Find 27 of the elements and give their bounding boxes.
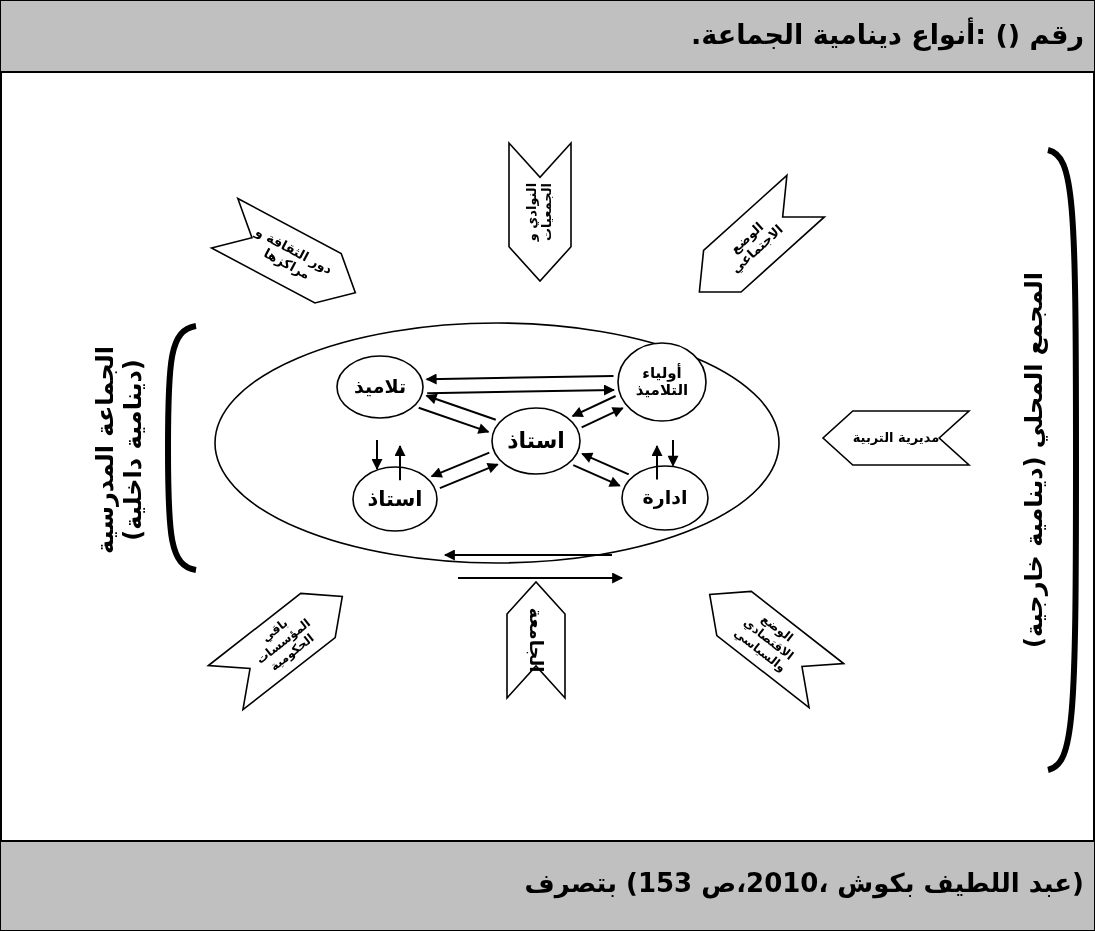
- chevron-banner: الجامعة: [506, 581, 566, 699]
- member-circle: استاذ: [352, 466, 438, 532]
- arrow: [438, 463, 499, 490]
- arrow: [581, 452, 630, 476]
- member-circle: استاذ: [491, 407, 581, 475]
- group-ellipse: [214, 322, 780, 564]
- title: رقم () :أنواع دينامية الجماعة.: [691, 19, 1084, 51]
- side-label: الجماعة المدرسية (دينامية داخلية): [90, 345, 148, 556]
- member-circle: تلاميذ: [336, 355, 424, 419]
- source-note: (عبد اللطيف بكوش ،2010،ص 153) بتصرف: [524, 869, 1084, 899]
- arrow: [430, 451, 491, 478]
- arrow: [425, 393, 497, 421]
- chevron-banner: النوادي و الجمعيات: [508, 142, 572, 282]
- arrow: [425, 373, 615, 385]
- side-label: المجمع المحلي (دينامية خارجية): [1019, 271, 1050, 650]
- arrow: [426, 384, 615, 396]
- chevron-banner: مديرية التربية: [822, 410, 970, 466]
- arrow: [394, 444, 406, 482]
- arrow: [580, 407, 624, 429]
- arrow: [667, 439, 679, 467]
- arrow: [572, 464, 621, 487]
- member-circle: ادارة: [621, 465, 709, 531]
- member-circle: أولياء التلاميذ: [617, 342, 707, 422]
- arrow: [571, 395, 617, 418]
- arrow: [417, 406, 490, 434]
- arrow: [371, 439, 383, 471]
- arrow: [651, 444, 663, 481]
